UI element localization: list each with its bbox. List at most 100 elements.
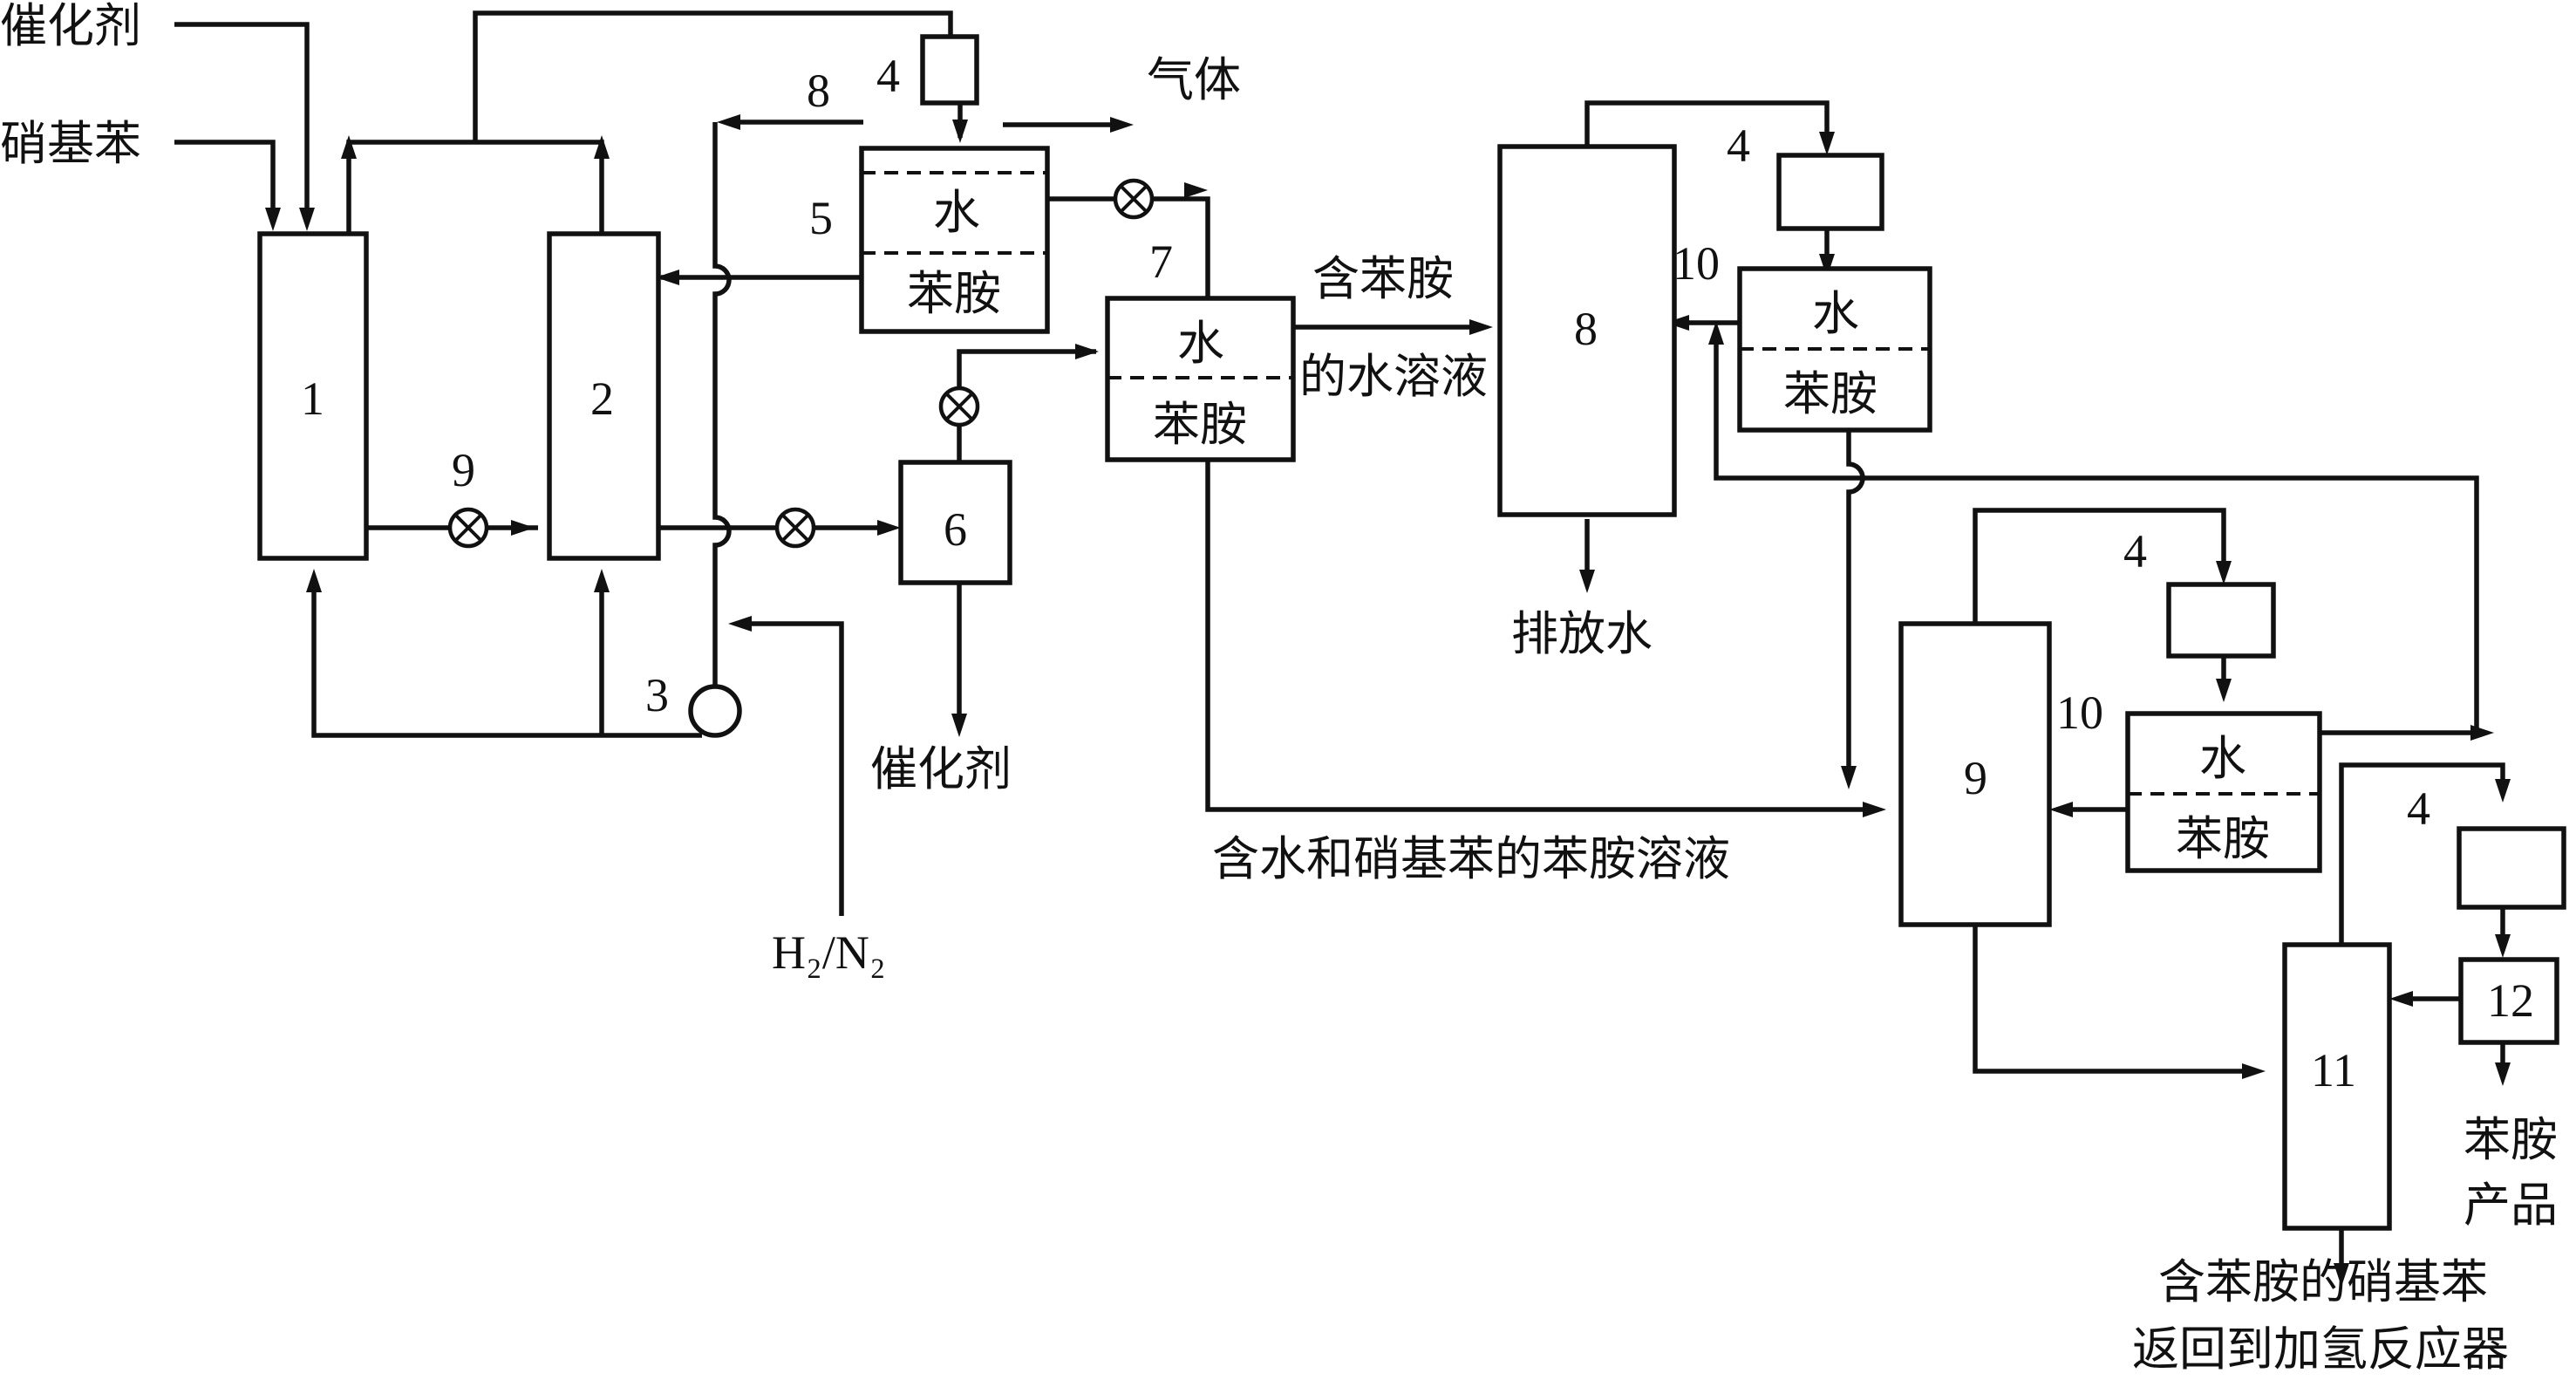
stripper-overhead-pipe bbox=[1584, 100, 1830, 147]
arrow-reactor2-up bbox=[594, 135, 610, 159]
arrow-gas-out bbox=[1110, 117, 1134, 133]
drum-12-number: 12 bbox=[2487, 974, 2534, 1027]
product-drum-12 bbox=[2458, 957, 2559, 1045]
arrow-h2n2-in bbox=[728, 616, 752, 632]
arrow-to-reactor2 bbox=[656, 270, 679, 285]
column9-overhead-pipe bbox=[1973, 508, 2226, 624]
catalyst-feed-label: 催化剂 bbox=[0, 0, 141, 53]
arrow-drum10-down bbox=[1841, 766, 1857, 789]
arrow-to-condenser4 bbox=[2495, 779, 2511, 803]
condenser-4d-number: 4 bbox=[2407, 782, 2430, 835]
arrow-drain bbox=[1579, 570, 1595, 593]
arrow-into-reactor2-bottom bbox=[594, 569, 610, 592]
condenser-4c-number: 4 bbox=[2123, 525, 2147, 577]
drum10b-aniline-label: 苯胺 bbox=[2176, 811, 2270, 866]
arrow-to-drum10 bbox=[1819, 254, 1835, 277]
separator-5-number: 5 bbox=[809, 192, 833, 244]
column-9-number: 9 bbox=[1964, 752, 1987, 804]
reactor-2-number: 2 bbox=[590, 372, 614, 425]
column9-bottoms-pipe bbox=[1973, 925, 2250, 1074]
arrow-to-column11 bbox=[2242, 1063, 2266, 1079]
arrow-into-reactor1-bottom bbox=[306, 569, 322, 592]
catalyst-out-label: 催化剂 bbox=[870, 741, 1012, 796]
drum10a-aniline-label: 苯胺 bbox=[1783, 366, 1877, 421]
decanter-water-label: 水 bbox=[1177, 316, 1224, 371]
drum10a-water-label: 水 bbox=[1812, 286, 1859, 341]
valve-settler-icon bbox=[774, 507, 816, 549]
decanter-aniline-label: 苯胺 bbox=[1153, 397, 1247, 452]
arrow-to-stripper-side bbox=[1666, 315, 1689, 331]
arrow-to-column9 bbox=[1863, 802, 1886, 817]
stripper-8-number: 8 bbox=[1574, 303, 1598, 355]
arrow-drum10b-return bbox=[2470, 725, 2494, 741]
separator-5 bbox=[859, 146, 1050, 334]
h2n2-feed-pipe bbox=[737, 621, 844, 916]
arrow-into-column11-side bbox=[2389, 991, 2413, 1007]
valve-9-icon bbox=[447, 507, 489, 549]
recycle-label-2: 返回到加氢反应器 bbox=[2132, 1322, 2509, 1377]
aniline-column-9 bbox=[1898, 621, 2052, 927]
drum10b-water-label: 水 bbox=[2199, 731, 2246, 786]
arrow-catalyst-in bbox=[299, 208, 315, 231]
condenser-4-c bbox=[2166, 582, 2276, 659]
aniline-water-label-1: 含苯胺 bbox=[1312, 251, 1454, 306]
condenser-4a-number: 4 bbox=[876, 50, 900, 102]
arrow-to-drum12 bbox=[2495, 934, 2511, 958]
aniline-product-label-1: 苯胺 bbox=[2464, 1112, 2558, 1167]
drain-water-label: 排放水 bbox=[1511, 606, 1653, 661]
flow-arrows bbox=[265, 46, 2511, 1287]
valve-separator-icon bbox=[1113, 178, 1155, 220]
arrow-pipe-8 bbox=[717, 114, 740, 130]
pipes bbox=[174, 10, 2505, 1274]
column-11-number: 11 bbox=[2311, 1044, 2356, 1096]
aniline-solution-pipe bbox=[1205, 461, 1871, 812]
arrow-to-condenser2 bbox=[1819, 132, 1835, 155]
stripper-8 bbox=[1497, 144, 1677, 517]
pipe-8-number: 8 bbox=[807, 65, 830, 117]
separator-water-pipe-b bbox=[1153, 196, 1210, 298]
arrow-to-condenser3 bbox=[2216, 561, 2232, 584]
reactor-overhead-pipe bbox=[346, 140, 604, 234]
drum-10b-number: 10 bbox=[2056, 687, 2103, 739]
aniline-solution-label: 含水和硝基苯的苯胺溶液 bbox=[1212, 831, 1730, 886]
vapor-to-condenser-pipe bbox=[473, 10, 953, 142]
condenser-4-d bbox=[2457, 826, 2566, 910]
gas-out-label: 气体 bbox=[1147, 52, 1241, 107]
arrow-nitrobenzene-in bbox=[265, 208, 281, 231]
reactor-2 bbox=[547, 231, 661, 561]
arrow-into-column9-side bbox=[2049, 802, 2073, 817]
reflux-return-pipe bbox=[1714, 336, 2479, 733]
reactor-1 bbox=[257, 231, 369, 561]
equipment bbox=[257, 34, 2566, 1231]
separator-aniline-label: 苯胺 bbox=[907, 266, 1001, 321]
h2n2-label: H₂/N₂ bbox=[772, 926, 886, 979]
aniline-product-label-2: 产品 bbox=[2464, 1178, 2558, 1233]
arrow-product-out bbox=[2495, 1062, 2511, 1086]
separator-water-label: 水 bbox=[933, 185, 980, 240]
condenser-4b-number: 4 bbox=[1727, 120, 1750, 172]
arrow-to-reactor2-side bbox=[511, 520, 535, 536]
settler-to-decanter-pipe bbox=[957, 349, 1096, 388]
arrow-catalyst-out bbox=[951, 714, 967, 737]
arrow-to-settler bbox=[877, 520, 901, 536]
arrow-to-drum10b bbox=[2216, 679, 2232, 702]
recycle-label-1: 含苯胺的硝基苯 bbox=[2158, 1254, 2488, 1309]
drum-10a-number: 10 bbox=[1673, 237, 1720, 290]
arrow-to-decanter bbox=[1075, 344, 1099, 359]
settler-6-number: 6 bbox=[944, 503, 967, 556]
compressor-to-reactor1-pipe bbox=[311, 580, 702, 738]
catalyst-feed-pipe bbox=[174, 22, 310, 212]
condenser-4-b bbox=[1776, 153, 1884, 231]
compressor-3 bbox=[688, 684, 742, 738]
nitrobenzene-feed-label: 硝基苯 bbox=[0, 116, 141, 171]
arrow-reactor1-up bbox=[341, 135, 357, 159]
condenser-4-a bbox=[920, 34, 979, 106]
arrow-recycle-out bbox=[2334, 1263, 2349, 1287]
nitrobenzene-feed-pipe bbox=[174, 140, 276, 212]
valve-settler-top-icon bbox=[938, 386, 980, 427]
arrow-water-phase bbox=[1184, 182, 1208, 198]
aniline-water-label-2: 的水溶液 bbox=[1299, 349, 1488, 404]
arrow-reflux-up bbox=[1708, 321, 1724, 345]
